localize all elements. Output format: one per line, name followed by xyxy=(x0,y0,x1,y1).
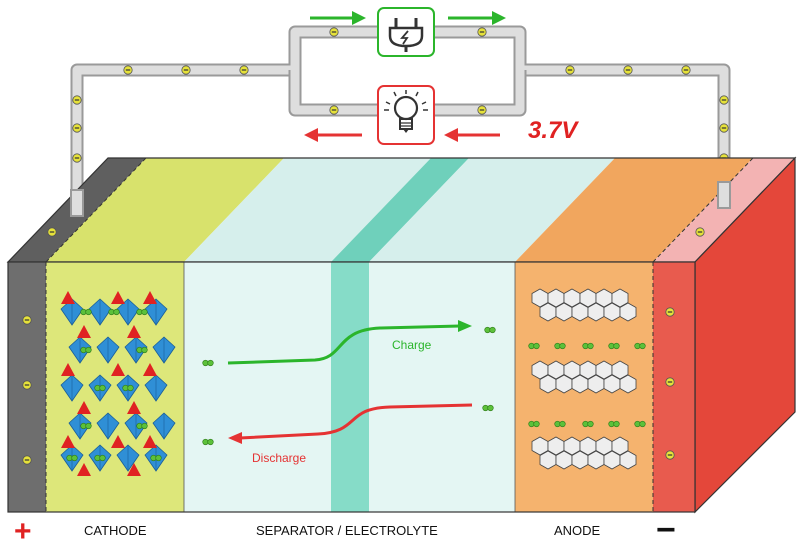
graphite-hexagon xyxy=(539,450,557,470)
graphite-hexagon xyxy=(571,374,589,394)
charge-label: Charge xyxy=(392,338,432,352)
anode-collector xyxy=(653,262,695,512)
discharge-label: Discharge xyxy=(252,451,306,465)
graphite-hexagon xyxy=(539,302,557,322)
positive-sign: + xyxy=(14,515,32,546)
discharge-arrows-bottom xyxy=(304,128,500,142)
bottom-legend: + CATHODE SEPARATOR / ELECTROLYTE ANODE … xyxy=(14,511,676,546)
lightbulb-icon xyxy=(377,85,435,145)
electron-icon xyxy=(181,65,191,75)
electron-icon xyxy=(22,380,32,390)
electron-icon xyxy=(22,315,32,325)
charge-arrows-top xyxy=(310,11,506,25)
graphite-hexagon xyxy=(603,302,621,322)
discharge-path xyxy=(202,403,494,446)
graphite-hexagon xyxy=(571,450,589,470)
graphite-hexagon xyxy=(619,450,637,470)
electron-icon xyxy=(123,65,133,75)
wire-terminals xyxy=(70,181,731,217)
graphite-hexagon xyxy=(555,450,573,470)
electron-icon xyxy=(72,123,82,133)
electron-icon xyxy=(565,65,575,75)
graphite-hexagon xyxy=(555,302,573,322)
graphite-hexagon xyxy=(539,374,557,394)
graphite-hexagon xyxy=(571,302,589,322)
electron-icon xyxy=(72,153,82,163)
collector-electrons xyxy=(22,227,705,465)
graphite-hexagon xyxy=(603,374,621,394)
anode-label: ANODE xyxy=(554,523,601,538)
cathode-label: CATHODE xyxy=(84,523,147,538)
electrolyte-right xyxy=(369,262,515,512)
electrolyte-left xyxy=(184,262,331,512)
plug-icon xyxy=(377,7,435,57)
electron-icon xyxy=(719,123,729,133)
electron-icon xyxy=(329,27,339,37)
electron-icon xyxy=(719,95,729,105)
electron-icon xyxy=(623,65,633,75)
separator-label: SEPARATOR / ELECTROLYTE xyxy=(256,523,438,538)
electron-icon xyxy=(665,307,675,317)
negative-sign: − xyxy=(656,511,676,546)
graphite-hexagon xyxy=(555,374,573,394)
electron-icon xyxy=(681,65,691,75)
electron-icon xyxy=(665,377,675,387)
electron-icon xyxy=(695,227,705,237)
battery-top-face xyxy=(6,157,797,263)
charge-path xyxy=(202,320,496,367)
anode-graphite-structure xyxy=(528,288,646,470)
voltage-label: 3.7V xyxy=(528,117,579,144)
electron-icon xyxy=(22,455,32,465)
electron-icon xyxy=(665,450,675,460)
electron-icon xyxy=(329,105,339,115)
graphite-hexagon xyxy=(587,450,605,470)
graphite-hexagon xyxy=(587,374,605,394)
electron-icon xyxy=(239,65,249,75)
electron-icon xyxy=(72,95,82,105)
electron-icon xyxy=(47,227,57,237)
electron-icon xyxy=(477,27,487,37)
graphite-hexagon xyxy=(603,450,621,470)
electron-icon xyxy=(477,105,487,115)
graphite-hexagon xyxy=(587,302,605,322)
wire-electrons xyxy=(72,27,729,163)
separator-layer xyxy=(331,262,369,512)
graphite-hexagon xyxy=(619,302,637,322)
graphite-hexagon xyxy=(619,374,637,394)
